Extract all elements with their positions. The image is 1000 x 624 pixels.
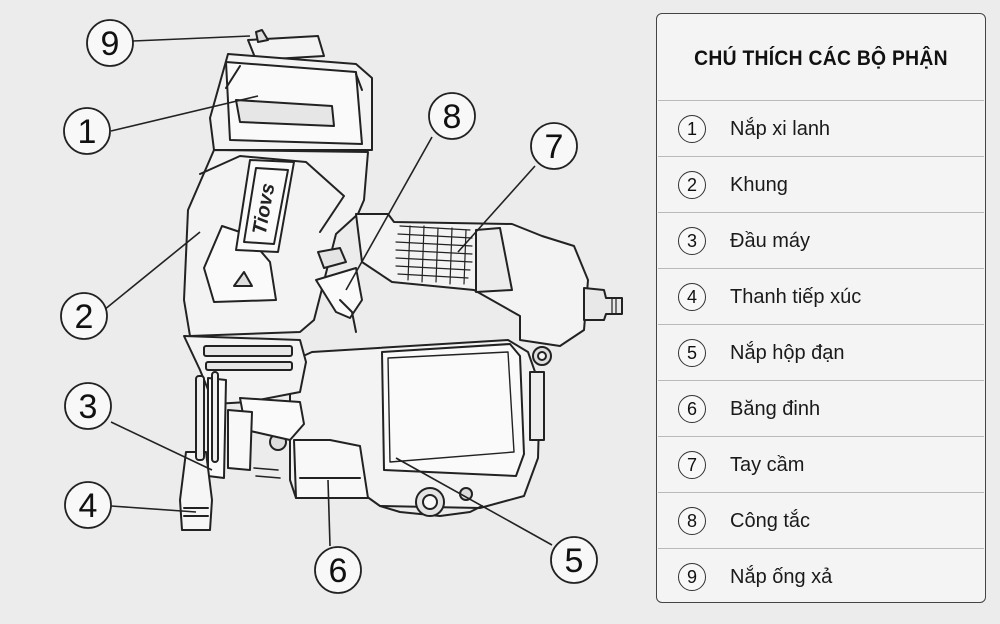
legend-item: 7 Tay cầm (658, 436, 984, 493)
legend-item-label: Nắp ống xả (730, 565, 833, 588)
legend-item: 5 Nắp hộp đạn (658, 324, 984, 381)
legend-item-number: 1 (678, 115, 706, 143)
callout-6: 6 (314, 546, 362, 594)
legend-item: 6 Băng đinh (658, 380, 984, 437)
callout-5: 5 (550, 536, 598, 584)
legend-item-number: 7 (678, 451, 706, 479)
legend-item: 8 Công tắc (658, 492, 984, 549)
legend-item: 9 Nắp ống xả (658, 548, 984, 605)
legend-item-label: Băng đinh (730, 397, 821, 420)
handle-shape (355, 213, 589, 347)
callout-3: 3 (64, 382, 112, 430)
svg-text:8: 8 (443, 98, 462, 136)
callout-4: 4 (64, 481, 112, 529)
legend-item: 4 Thanh tiếp xúc (658, 268, 984, 325)
legend-item-number: 8 (678, 507, 706, 535)
legend-item-number: 2 (678, 171, 706, 199)
callout-8: 8 (428, 92, 476, 140)
legend-item: 3 Đầu máy (658, 212, 984, 269)
callout-1: 1 (63, 107, 111, 155)
callout-9: 9 (86, 19, 134, 67)
svg-text:6: 6 (329, 552, 348, 590)
legend-item: 1 Nắp xi lanh (658, 100, 984, 157)
svg-text:4: 4 (79, 487, 98, 525)
svg-text:5: 5 (565, 542, 584, 580)
leader-lines (103, 35, 553, 547)
legend-item-label: Thanh tiếp xúc (730, 285, 862, 308)
legend-item-number: 5 (678, 339, 706, 367)
svg-text:7: 7 (545, 128, 564, 166)
legend-item-label: Công tắc (730, 509, 811, 532)
callout-7: 7 (530, 122, 578, 170)
logo-plate (235, 159, 295, 253)
svg-text:1: 1 (78, 113, 97, 151)
coil-nailer-drawing: Tiovs (179, 29, 623, 531)
legend-item-number: 9 (678, 563, 706, 591)
magazine-cover-shape (381, 343, 525, 477)
legend-item: 2 Khung (658, 156, 984, 213)
handle-grip-ribs (395, 225, 473, 285)
callout-bubbles: 9 1 2 3 4 6 5 7 (60, 19, 598, 594)
svg-text:3: 3 (79, 388, 98, 426)
legend-item-label: Đầu máy (730, 229, 811, 252)
legend-item-number: 4 (678, 283, 706, 311)
legend-item-label: Tay cầm (730, 453, 805, 476)
legend-title: CHÚ THÍCH CÁC BỘ PHẬN (694, 47, 948, 70)
callout-2: 2 (60, 292, 108, 340)
nailer-diagram: Tiovs (60, 19, 623, 594)
contact-trip-shape (179, 451, 213, 531)
legend-item-label: Nắp xi lanh (730, 117, 831, 140)
nail-strip-housing (293, 439, 369, 499)
legend-item-label: Nắp hộp đạn (730, 341, 845, 364)
svg-text:2: 2 (75, 298, 94, 336)
legend-item-label: Khung (730, 173, 788, 196)
legend-item-number: 6 (678, 395, 706, 423)
svg-text:9: 9 (101, 25, 120, 63)
legend-item-number: 3 (678, 227, 706, 255)
exhaust-cap-shape (247, 35, 325, 61)
legend-panel: CHÚ THÍCH CÁC BỘ PHẬN 1 Nắp xi lanh 2 Kh… (656, 13, 986, 603)
